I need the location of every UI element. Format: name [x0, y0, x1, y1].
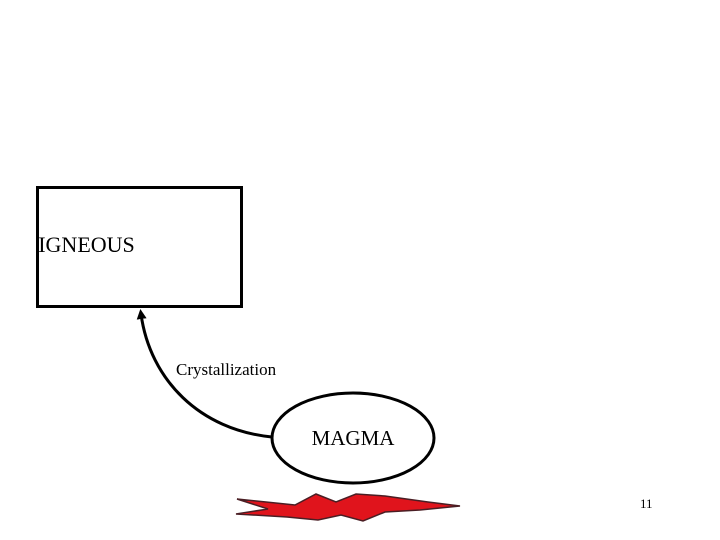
- magma-label: MAGMA: [311, 426, 395, 450]
- page-number: 11: [640, 496, 653, 511]
- crystallization-label: Crystallization: [176, 360, 277, 379]
- heat-burst-icon: [235, 493, 461, 522]
- igneous-box: IGNEOUS: [36, 186, 243, 308]
- igneous-label: IGNEOUS: [38, 232, 135, 257]
- magma-ellipse: [270, 391, 436, 485]
- crystallization-arrow: [136, 309, 273, 439]
